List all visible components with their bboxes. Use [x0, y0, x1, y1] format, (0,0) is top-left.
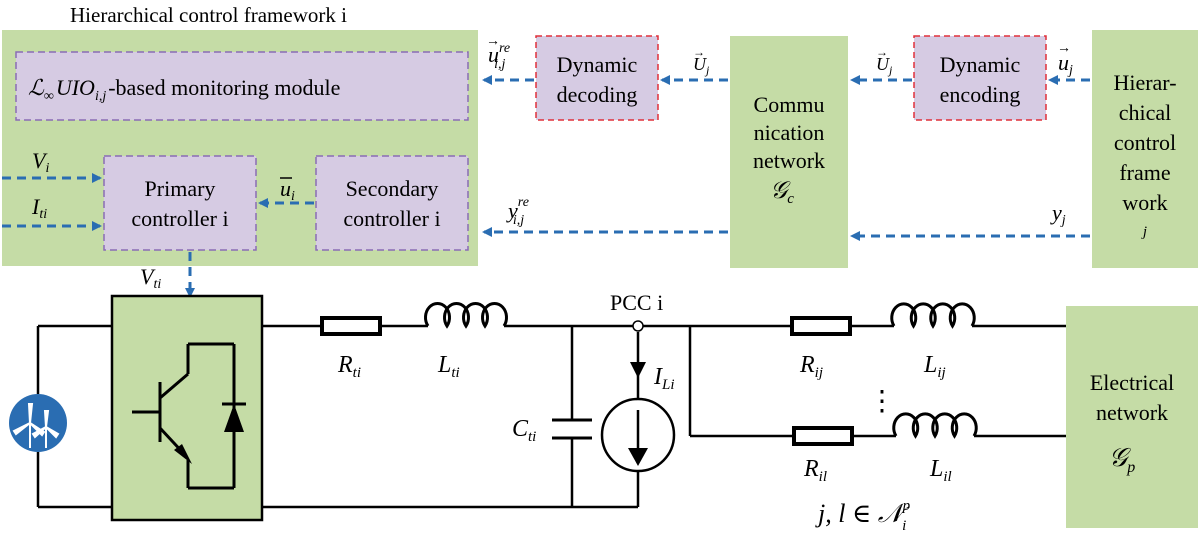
framework-i-title: Hierarchical control framework i	[70, 3, 347, 27]
label-I-ti: Iti	[31, 194, 47, 222]
resistor-R-il	[792, 426, 854, 446]
wind-turbine-icon	[9, 394, 67, 452]
label-u-j-vec: →	[1057, 41, 1071, 56]
communication-network-block	[730, 36, 848, 268]
igbt-emitter-arrow	[174, 444, 192, 464]
electrical-line1: Electrical	[1090, 370, 1174, 395]
comm-line3: network	[753, 148, 825, 173]
comm-line2: nication	[754, 120, 825, 145]
primary-controller	[103, 155, 257, 251]
inductor-L-ij	[890, 302, 976, 329]
current-direction-arrow	[630, 362, 646, 378]
framework-j-line1: Hierar-	[1113, 70, 1176, 95]
label-y-j: yj	[1050, 200, 1066, 228]
dynamic-encoding-line2: encoding	[940, 82, 1021, 107]
resistor-R-ti	[320, 316, 382, 336]
label-R-il: Ril	[803, 456, 827, 485]
circuit-wires	[36, 324, 1066, 509]
electrical-symbol: 𝒢p	[1109, 443, 1136, 476]
resistor-R-ij	[790, 316, 852, 336]
inductor-L-il	[892, 412, 978, 439]
framework-j-sub: j	[1141, 224, 1147, 240]
dynamic-encoding-block	[913, 35, 1047, 121]
dynamic-encoding-line1: Dynamic	[940, 52, 1021, 77]
dynamic-decoding-block	[535, 35, 659, 121]
primary-line2: controller i	[131, 206, 228, 231]
label-U-left: Uj	[693, 54, 710, 77]
label-u-j: uj	[1058, 50, 1073, 78]
pcc-node	[632, 320, 644, 332]
framework-j-line2: chical	[1119, 100, 1172, 125]
monitoring-label: ℒ∞UIOi,j-based monitoring module	[28, 75, 340, 104]
label-C-ti: Cti	[512, 416, 536, 445]
secondary-line1: Secondary	[346, 176, 439, 201]
label-V-i: Vi	[32, 148, 49, 176]
monitoring-module	[15, 51, 469, 121]
label-I-Li: ILi	[653, 364, 675, 393]
label-U-left-vec: →	[693, 45, 705, 59]
label-V-ti: Vti	[140, 264, 161, 292]
label-pcc: PCC i	[610, 290, 663, 315]
framework-j-line3: control	[1114, 130, 1176, 155]
primary-line1: Primary	[145, 176, 216, 201]
comm-symbol: 𝒢c	[770, 178, 794, 207]
electrical-network-block	[1066, 306, 1198, 528]
inductor-L-ti	[424, 302, 508, 329]
circuit-labels: Rti Lti Cti ILi PCC i Rij Lij Ril Lil ⋮ …	[337, 290, 952, 534]
label-U-right: Uj	[876, 54, 893, 77]
label-dots: ⋮	[868, 386, 896, 417]
secondary-line2: controller i	[343, 206, 440, 231]
secondary-controller	[315, 155, 469, 251]
label-U-right-vec: →	[876, 45, 888, 59]
label-L-il: Lil	[929, 456, 952, 485]
label-L-ti: Lti	[437, 352, 460, 381]
signal-arrows	[2, 75, 1090, 298]
dynamic-decoding-line1: Dynamic	[557, 52, 638, 77]
label-L-ij: Lij	[923, 352, 946, 381]
label-u-bar: ui	[280, 176, 295, 204]
label-R-ij: Rij	[799, 352, 823, 381]
dynamic-decoding-line2: decoding	[557, 82, 638, 107]
electrical-line2: network	[1096, 400, 1168, 425]
diode-triangle	[224, 404, 244, 432]
comm-line1: Commu	[754, 92, 825, 117]
label-R-ti: Rti	[337, 352, 361, 381]
framework-j-panel	[1092, 30, 1198, 268]
framework-j-line5: work	[1122, 190, 1167, 215]
framework-j-line4: frame	[1119, 160, 1170, 185]
label-u-re-vec: →	[486, 34, 500, 49]
current-source-arrow-head	[628, 448, 648, 466]
